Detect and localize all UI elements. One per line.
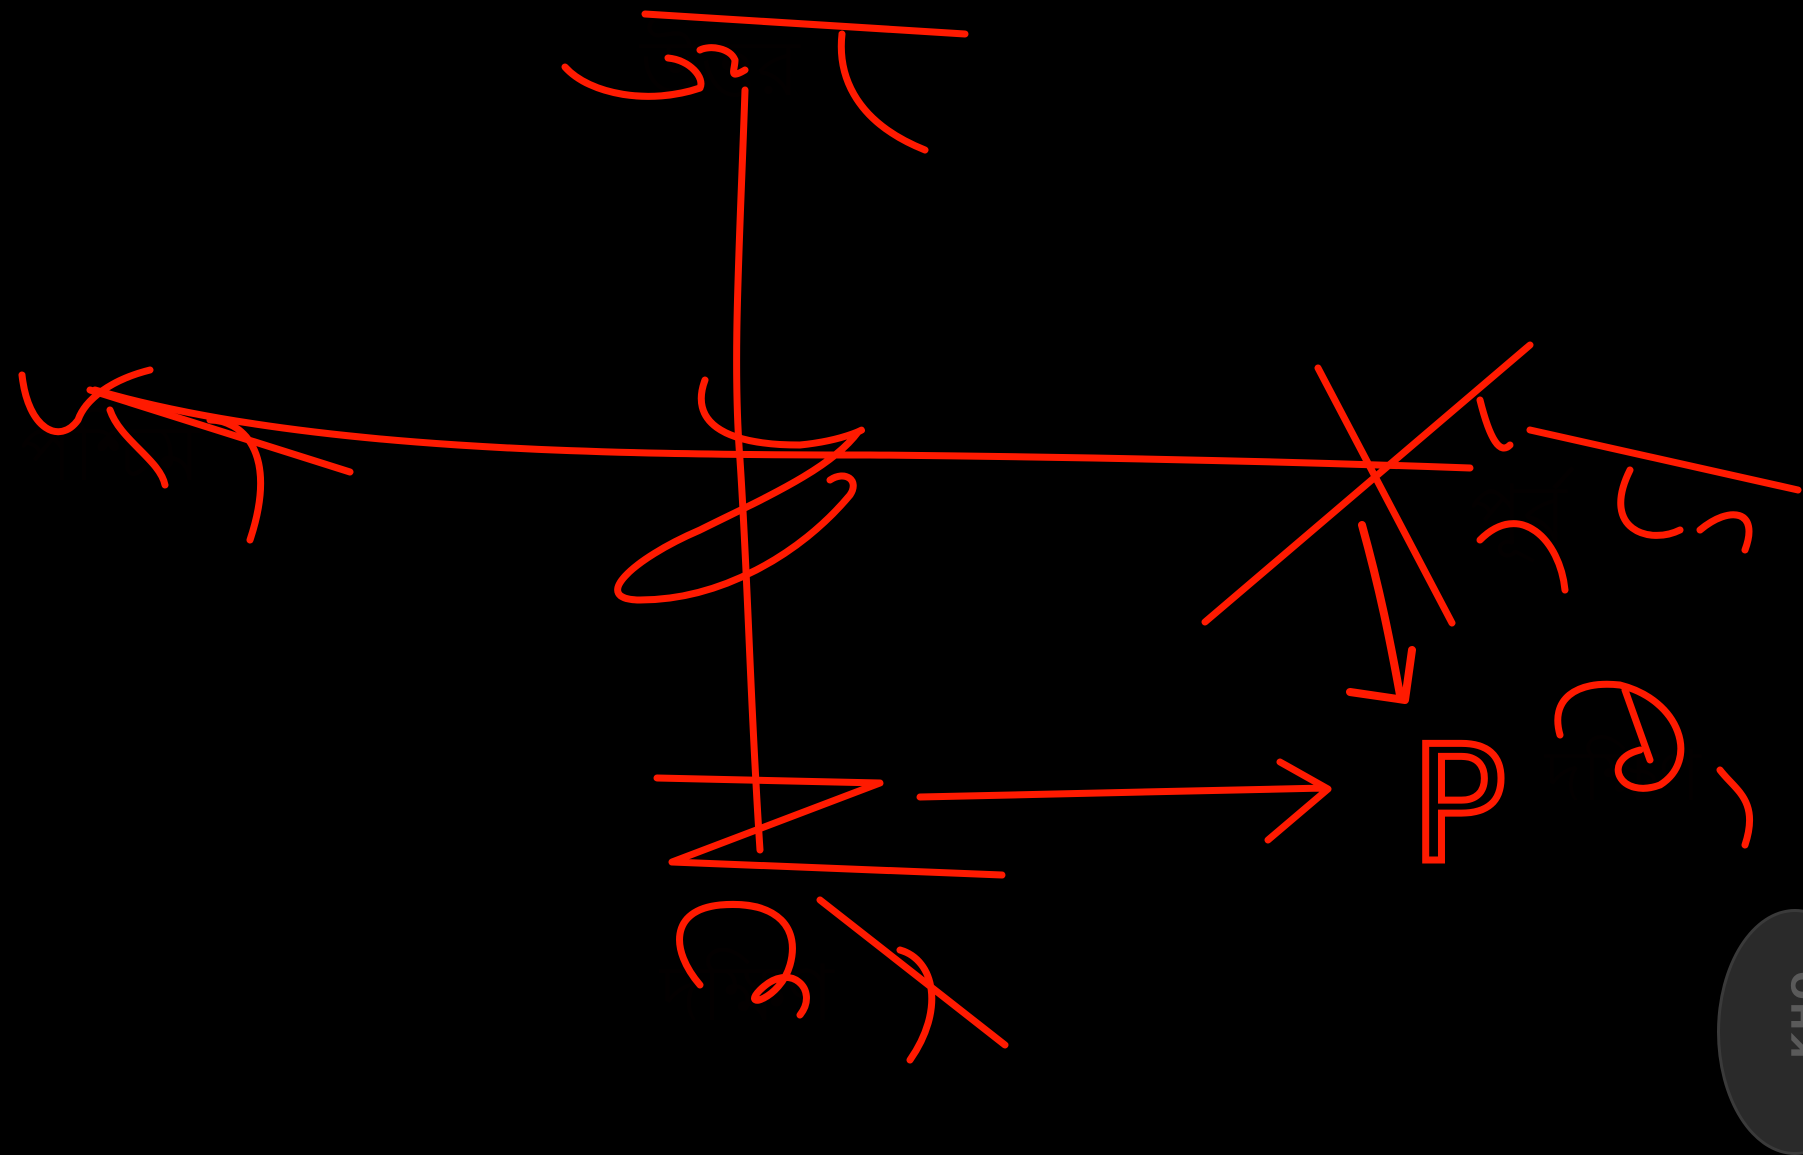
north-label: উত্তর xyxy=(638,19,801,114)
south-label: দক্ষিণ xyxy=(658,948,835,1039)
east-label: পূর্ব xyxy=(1470,466,1575,562)
point-label: P xyxy=(1410,711,1506,898)
point-direction-label: দক্ষিণ xyxy=(1544,735,1703,817)
watermark-text: KHO xyxy=(1785,969,1803,1059)
whiteboard-canvas: P উত্তর দক্ষিণ পশ্চিম পূর্ব দক্ষিণ xyxy=(0,0,1803,1095)
west-label: পশ্চিম xyxy=(20,408,202,499)
